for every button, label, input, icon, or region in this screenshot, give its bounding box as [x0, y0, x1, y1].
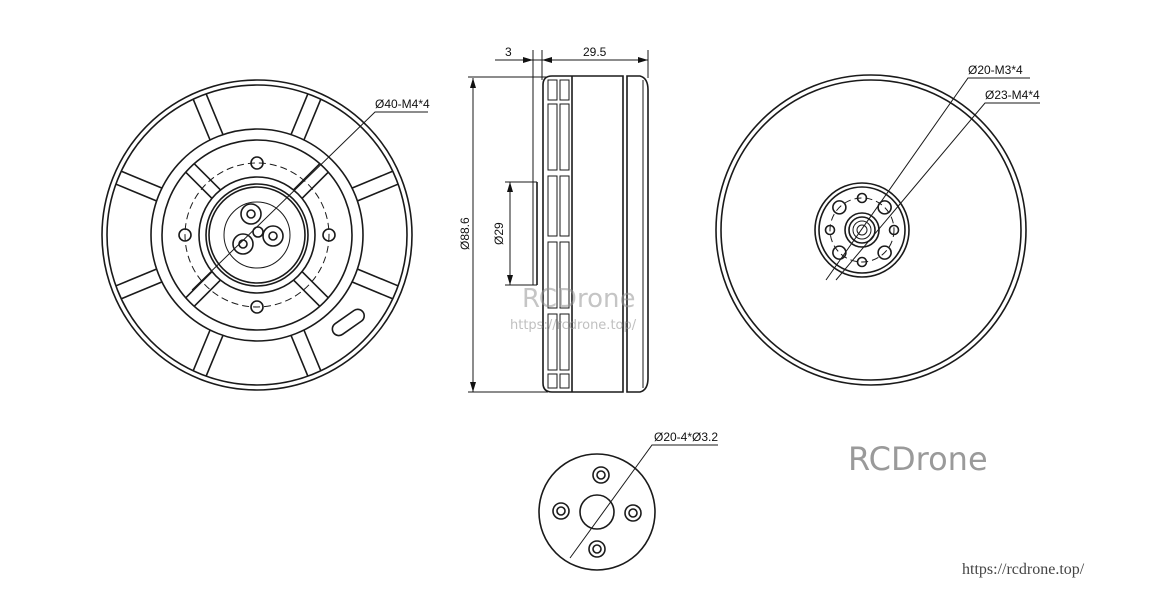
adapter-view: Ø20-4*Ø3.2 [538, 430, 718, 571]
watermark-brand: RCDrone [522, 284, 636, 314]
label-inner: Ø20-M3*4 [968, 63, 1023, 77]
site-url[interactable]: https://rcdrone.top/ [962, 561, 1085, 578]
dim-shaft: Ø29 [492, 222, 506, 245]
rear-mount-hole [888, 224, 900, 236]
dim-diameter: Ø88.6 [458, 217, 472, 250]
shaft-bosses [232, 203, 284, 255]
rear-mount-hole [877, 245, 892, 260]
rear-view: Ø20-M3*4 Ø23-M4*4 [715, 63, 1040, 386]
dim-length: 29.5 [583, 45, 607, 59]
watermark-url: https://rcdrone.top/ [510, 318, 637, 333]
label-holes: Ø20-4*Ø3.2 [654, 430, 718, 444]
side-view: Ø88.6 3 29.5 Ø29 [458, 45, 649, 393]
label-outer: Ø23-M4*4 [985, 88, 1040, 102]
dim-flange: 3 [505, 45, 512, 59]
label-bolt: Ø40-M4*4 [375, 97, 430, 111]
rear-mount-hole [856, 256, 868, 268]
rear-mount-hole [856, 192, 868, 204]
rear-mount-hole [832, 245, 847, 260]
cable-slot [331, 308, 366, 337]
rear-mount-hole [832, 200, 847, 215]
rear-mount-hole [877, 200, 892, 215]
rear-mount-hole [824, 224, 836, 236]
front-view: Ø40-M4*4 [101, 79, 430, 391]
mount-hole [178, 156, 336, 314]
brand-text: RCDrone [848, 440, 988, 478]
